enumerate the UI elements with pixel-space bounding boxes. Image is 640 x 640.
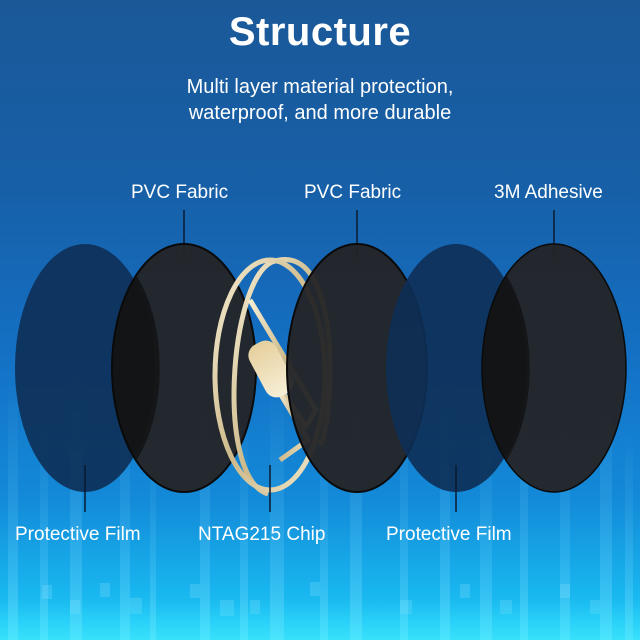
subtitle-line-1: Multi layer material protection, xyxy=(186,76,454,98)
label-pvc-fabric-1: PVC Fabric xyxy=(131,182,229,203)
subtitle: Multi layer material protection, waterpr… xyxy=(0,74,640,126)
label-ntag215-chip: NTAG215 Chip xyxy=(198,524,326,545)
label-protective-film-1: Protective Film xyxy=(15,524,141,545)
ntag215-chip xyxy=(248,340,294,398)
protective-film-left xyxy=(15,244,155,492)
label-3m-adhesive: 3M Adhesive xyxy=(494,182,603,203)
label-pvc-fabric-2: PVC Fabric xyxy=(304,182,402,203)
subtitle-line-2: waterproof, and more durable xyxy=(188,102,452,124)
page-title: Structure xyxy=(228,10,412,54)
label-protective-film-2: Protective Film xyxy=(386,524,512,545)
